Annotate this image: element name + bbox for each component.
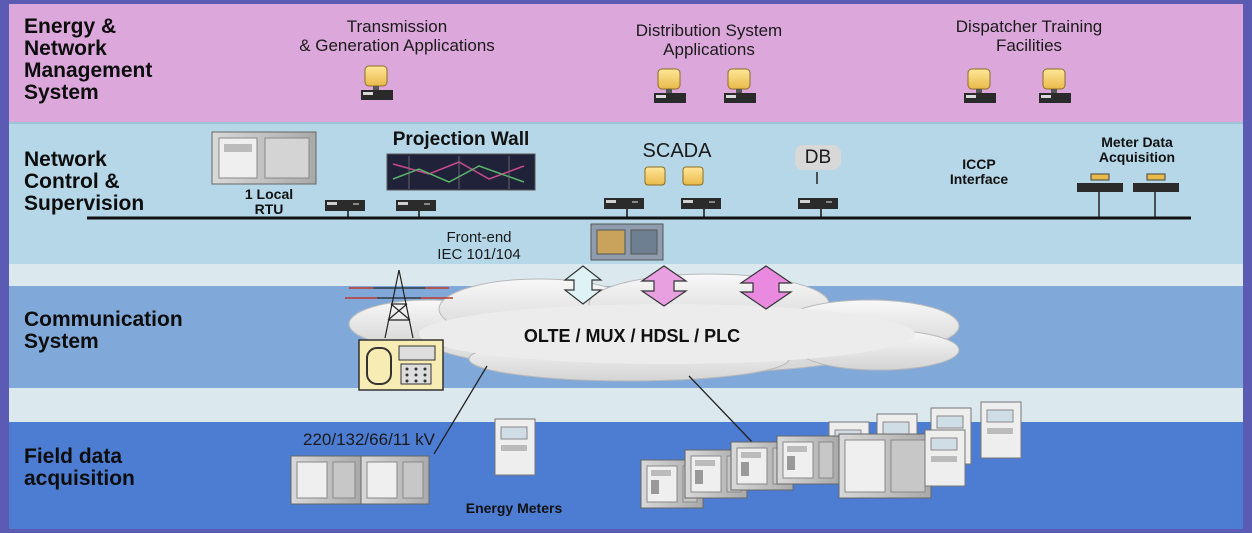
communication-layer-label: Communication System xyxy=(24,308,183,354)
gap-band-2 xyxy=(9,388,1243,422)
management-band xyxy=(9,4,1243,122)
data-flow-arrow xyxy=(563,265,603,305)
iccp-interface-label: ICCP Interface xyxy=(949,156,1009,187)
field-cabinet-icon xyxy=(290,455,430,505)
control-layer-label: Network Control & Supervision xyxy=(24,148,145,216)
rtu-cabinet-icon xyxy=(211,131,317,185)
server-box-icon xyxy=(396,200,436,211)
meter-data-workstation-icon xyxy=(1077,173,1179,218)
scada-label: SCADA xyxy=(642,140,712,162)
projection-wall-label: Projection Wall xyxy=(392,129,530,150)
local-rtu-label: 1 Local RTU xyxy=(244,186,294,217)
energy-meters-label: Energy Meters xyxy=(465,500,563,516)
dispatcher-training-label: Dispatcher Training Facilities xyxy=(955,17,1103,55)
scada-workstation-icon xyxy=(604,166,721,209)
field-band xyxy=(9,422,1243,529)
connection-line xyxy=(433,365,488,455)
field-cabinet-stack-icon xyxy=(640,401,1022,509)
front-end-device-icon xyxy=(590,223,664,261)
workstation-icon xyxy=(723,68,757,104)
distribution-apps-label: Distribution System Applications xyxy=(635,21,783,59)
voltage-label: 220/132/66/11 kV xyxy=(302,430,435,449)
meter-data-acquisition-label: Meter Data Acquisition xyxy=(1098,134,1176,165)
telephone-icon xyxy=(358,339,444,391)
front-end-label: Front-end IEC 101/104 xyxy=(437,229,521,263)
data-flow-arrow xyxy=(739,265,793,310)
db-label: DB xyxy=(795,145,841,170)
diagram-graphics xyxy=(87,65,1191,509)
management-layer-label: Energy & Network Management System xyxy=(24,15,153,105)
workstation-icon xyxy=(360,65,394,101)
projection-wall-icon xyxy=(386,153,536,191)
workstation-icon xyxy=(963,68,997,104)
transmission-tower-icon xyxy=(345,269,453,339)
architecture-diagram: Energy & Network Management System Netwo… xyxy=(9,4,1243,529)
workstation-icon xyxy=(1038,68,1072,104)
gap-band xyxy=(9,264,1243,286)
data-flow-arrow xyxy=(640,265,688,307)
transmission-apps-label: Transmission & Generation Applications xyxy=(299,17,495,55)
cloud-label: OLTE / MUX / HDSL / PLC xyxy=(523,326,741,346)
db-server-icon xyxy=(798,172,838,209)
workstation-icon xyxy=(653,68,687,104)
server-box-icon xyxy=(325,200,365,211)
connection-line xyxy=(688,375,755,445)
field-layer-label: Field data acquisition xyxy=(24,445,135,491)
energy-meter-icon xyxy=(494,418,536,476)
